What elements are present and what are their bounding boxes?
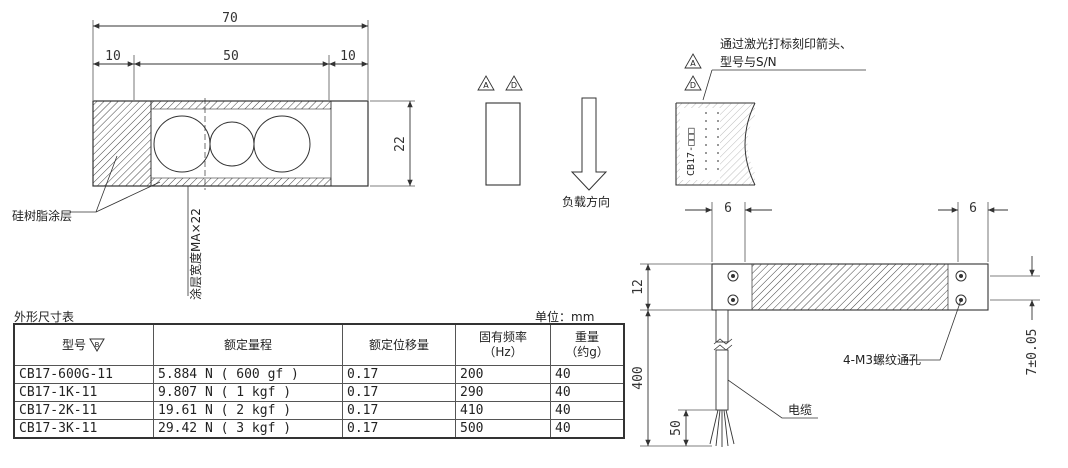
cell-displacement: 0.17 xyxy=(342,401,456,420)
cell-displacement: 0.17 xyxy=(342,419,456,439)
coating-left-hatch xyxy=(92,100,152,187)
marker-a: A xyxy=(483,81,489,90)
dim-total-length: 70 xyxy=(222,11,238,26)
dim-cable-length: 400 xyxy=(631,366,646,389)
serial-marking: CB17-□□□ xyxy=(686,128,697,176)
cell-model: CB17-2K-11 xyxy=(13,401,154,420)
svg-text:D: D xyxy=(690,81,696,90)
cell-frequency: 200 xyxy=(455,365,551,384)
table-unit: 单位：mm xyxy=(535,310,595,324)
table-row: CB17-2K-11 19.61 N ( 2 kgf ) 0.17 410 40 xyxy=(13,401,625,420)
marker-d: D xyxy=(511,81,517,90)
cell-capacity: 19.61 N ( 2 kgf ) xyxy=(153,401,343,420)
header-displacement: 额定位移量 xyxy=(342,323,456,366)
cell-frequency: 290 xyxy=(455,383,551,402)
dim-cable-strip: 50 xyxy=(669,420,684,436)
laser-mark-label-line1: 通过激光打标刻印箭头、 xyxy=(720,36,852,51)
table-row: CB17-3K-11 29.42 N ( 3 kgf ) 0.17 500 40 xyxy=(13,419,625,439)
load-direction-arrow: 负载方向 xyxy=(562,97,610,209)
cell-weight: 40 xyxy=(550,419,625,439)
dim-side-hole-right: 6 xyxy=(969,201,977,216)
dim-right-margin: 10 xyxy=(340,49,356,64)
cell-model: CB17-600G-11 xyxy=(13,365,154,384)
laser-mark-label-line2: 型号与S/N xyxy=(720,55,777,69)
svg-text:A: A xyxy=(690,59,696,68)
front-view: 70 10 50 10 22 涂层宽度MA×22 硅树脂涂层 xyxy=(12,11,415,300)
cable-wires xyxy=(709,409,735,447)
cell-displacement: 0.17 xyxy=(342,365,456,384)
table-title: 外形尺寸表 xyxy=(14,310,75,324)
dim-height: 22 xyxy=(393,136,408,152)
cell-capacity: 9.807 N ( 1 kgf ) xyxy=(153,383,343,402)
header-capacity: 额定量程 xyxy=(153,323,343,366)
cable-upper xyxy=(715,309,729,343)
cable-lower xyxy=(715,349,729,411)
end-view: A D xyxy=(477,75,523,186)
cell-frequency: 410 xyxy=(455,401,551,420)
m3-holes-label: 4-M3螺纹通孔 xyxy=(843,353,921,367)
table-row: CB17-1K-11 9.807 N ( 1 kgf ) 0.17 290 40 xyxy=(13,383,625,402)
marker-b-icon: B xyxy=(88,338,106,352)
dim-middle: 50 xyxy=(223,49,239,64)
dim-left-margin: 10 xyxy=(105,49,121,64)
end-view-block xyxy=(485,102,521,186)
header-frequency: 固有频率 （Hz） xyxy=(455,323,551,366)
cell-weight: 40 xyxy=(550,401,625,420)
cell-model: CB17-1K-11 xyxy=(13,383,154,402)
dim-side-hole-left: 6 xyxy=(724,201,732,216)
cell-weight: 40 xyxy=(550,383,625,402)
table-row: CB17-600G-11 5.884 N ( 600 gf ) 0.17 200… xyxy=(13,365,625,384)
cell-frequency: 500 xyxy=(455,419,551,439)
silicone-coating-label: 硅树脂涂层 xyxy=(12,208,72,223)
cell-capacity: 29.42 N ( 3 kgf ) xyxy=(153,419,343,439)
cell-model: CB17-3K-11 xyxy=(13,419,154,439)
dim-hole-spacing: 7±0.05 xyxy=(1025,329,1040,376)
cell-weight: 40 xyxy=(550,365,625,384)
svg-text:B: B xyxy=(95,341,100,349)
cable-label: 电缆 xyxy=(788,403,812,417)
cell-displacement: 0.17 xyxy=(342,383,456,402)
load-direction-label: 负载方向 xyxy=(562,194,610,209)
side-view: 6 6 12 7±0.05 4-M3螺纹通孔 xyxy=(631,201,1040,447)
header-weight: 重量 （约g） xyxy=(550,323,625,366)
cell-capacity: 5.884 N ( 600 gf ) xyxy=(153,365,343,384)
dim-side-height: 12 xyxy=(631,279,646,295)
marking-view: A D 通过激光打标刻印箭头、 型号与S/N CB17-□□□ xyxy=(675,36,866,186)
coating-width-label: 涂层宽度MA×22 xyxy=(188,208,203,300)
